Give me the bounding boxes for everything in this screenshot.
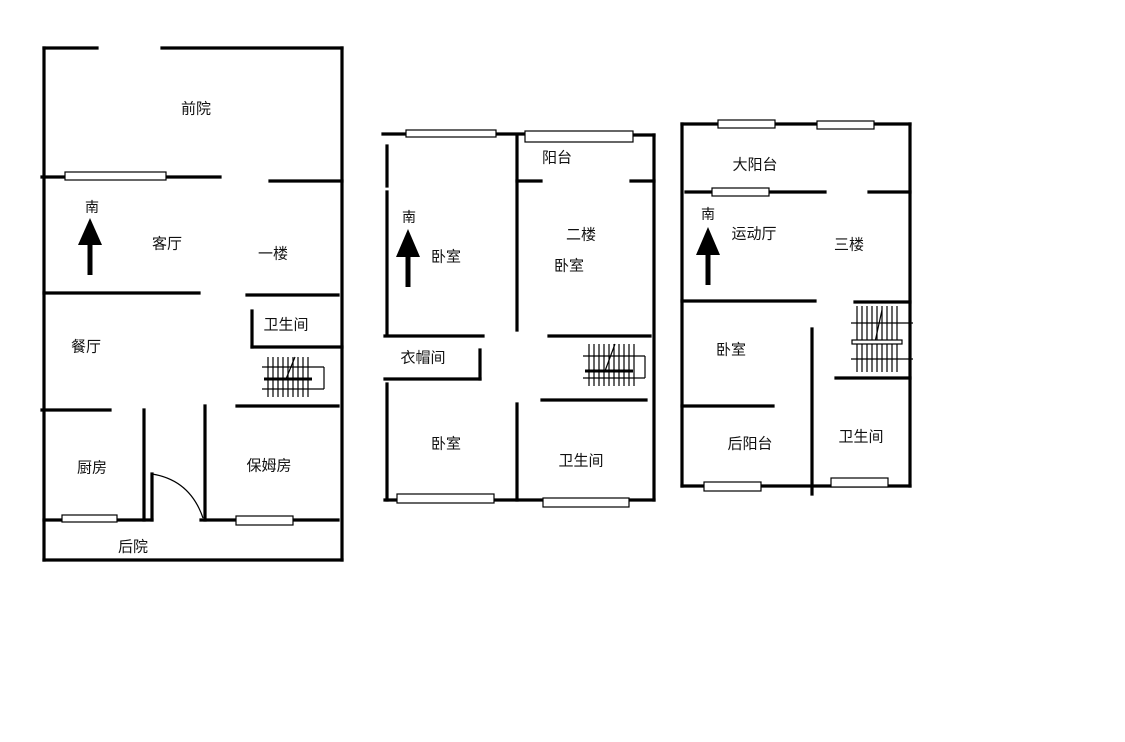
north-arrow-icon xyxy=(78,218,102,275)
room-label-gym: 运动厅 xyxy=(731,224,777,243)
floor-title-ground: 一楼 xyxy=(257,244,289,263)
staircase-icon xyxy=(583,343,646,386)
door-arc-icon xyxy=(151,473,204,519)
room-label-back-yard: 后院 xyxy=(117,537,149,556)
third-floor-walls xyxy=(680,122,912,496)
room-label-front-yard: 前院 xyxy=(180,99,212,118)
second-floor-walls xyxy=(381,132,656,502)
north-arrow-icon xyxy=(396,229,420,287)
room-label-large-balcony: 大阳台 xyxy=(732,155,778,174)
second-floor-windows xyxy=(396,129,634,508)
room-label-dining-room: 餐厅 xyxy=(70,337,102,356)
room-label-bedroom-left: 卧室 xyxy=(430,247,462,266)
north-arrow-icon xyxy=(696,227,720,285)
room-label-bedroom-bottom: 卧室 xyxy=(430,434,462,453)
room-label-bathroom: 卫生间 xyxy=(263,315,309,334)
room-label-kitchen: 厨房 xyxy=(76,458,108,477)
staircase-icon xyxy=(262,356,325,397)
staircase-icon xyxy=(851,306,913,372)
room-label-rear-balcony: 后阳台 xyxy=(727,434,773,453)
north-label: 南 xyxy=(701,207,715,223)
room-label-bedroom: 卧室 xyxy=(715,340,747,359)
room-label-bathroom: 卫生间 xyxy=(838,427,884,446)
floor-title-second: 二楼 xyxy=(565,225,597,244)
ground-floor-walls xyxy=(40,46,344,562)
ground-floor-windows xyxy=(61,171,294,526)
north-label: 南 xyxy=(85,200,99,216)
floor-title-third: 三楼 xyxy=(833,235,865,254)
room-label-bedroom-right: 卧室 xyxy=(553,256,585,275)
north-label: 南 xyxy=(402,210,416,226)
room-label-maid-room: 保姆房 xyxy=(246,456,292,475)
room-label-balcony: 阳台 xyxy=(541,148,573,167)
room-label-bathroom: 卫生间 xyxy=(558,451,604,470)
room-label-living-room: 客厅 xyxy=(151,234,183,253)
room-label-cloakroom: 衣帽间 xyxy=(400,348,446,367)
third-floor-windows xyxy=(703,119,889,492)
